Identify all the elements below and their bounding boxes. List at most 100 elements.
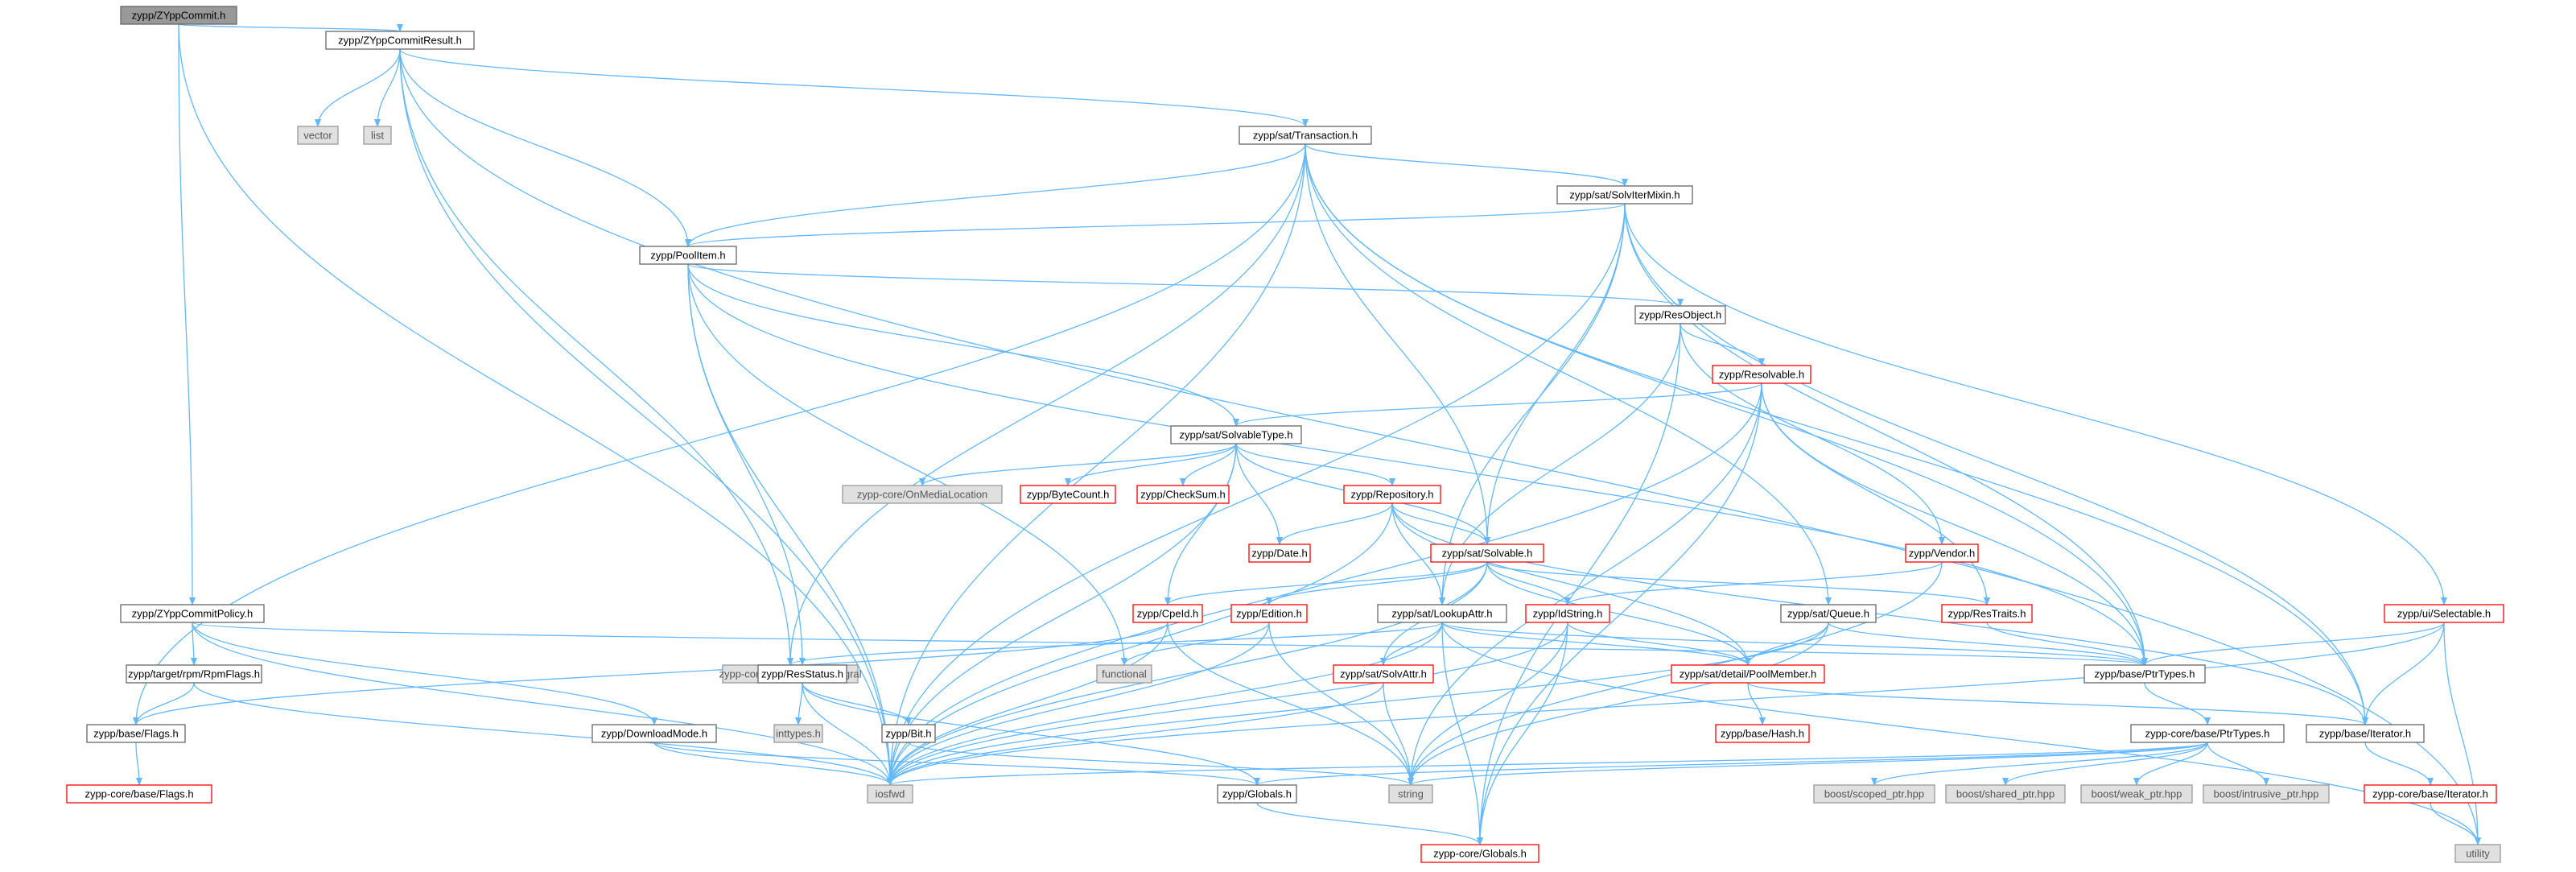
node-box xyxy=(1333,664,1434,684)
node-coreiterator[interactable]: zypp-core/base/Iterator.h xyxy=(2364,784,2497,804)
edge-selectable-to-iosfwd xyxy=(887,622,2445,786)
edge-queue-to-poolmember xyxy=(1745,622,1829,666)
edge-soliterm-to-lookupattr xyxy=(1439,203,1626,605)
node-box xyxy=(1813,784,1935,804)
node-solvabletype[interactable]: zypp/sat/SolvableType.h xyxy=(1170,425,1302,444)
node-queue[interactable]: zypp/sat/Queue.h xyxy=(1780,604,1877,623)
node-weakptr[interactable]: boost/weak_ptr.hpp xyxy=(2080,784,2193,804)
node-box xyxy=(1556,185,1693,205)
edge-transaction-to-soliterm xyxy=(1304,143,1628,187)
node-label: zypp/sat/SolvableType.h xyxy=(1180,429,1293,441)
node-box xyxy=(2080,784,2193,804)
node-label: zypp/DownloadMode.h xyxy=(601,728,707,740)
edge-transaction-to-solvable xyxy=(1304,143,1490,545)
node-scopedptr[interactable]: boost/scoped_ptr.hpp xyxy=(1813,784,1935,804)
edge-solvable-to-restraits xyxy=(1486,561,1990,605)
edge-cpeid-to-flags xyxy=(133,622,1168,725)
node-poolmember[interactable]: zypp/sat/detail/PoolMember.h xyxy=(1671,664,1825,684)
node-iosfwd[interactable]: iosfwd xyxy=(867,784,913,804)
node-functional[interactable]: functional xyxy=(1096,664,1152,684)
edge-poolitem-to-solvabletype xyxy=(687,263,1239,427)
node-box xyxy=(2130,724,2285,743)
edge-rpmflags-to-flags xyxy=(133,682,195,725)
node-restraits[interactable]: zypp/ResTraits.h xyxy=(1941,604,2033,623)
node-coreflags[interactable]: zypp-core/base/Flags.h xyxy=(66,784,212,804)
node-ptrtypes[interactable]: zypp/base/PtrTypes.h xyxy=(2083,664,2206,684)
node-selectable[interactable]: zypp/ui/Selectable.h xyxy=(2384,604,2504,623)
node-box xyxy=(120,604,265,623)
node-bytecount[interactable]: zypp/ByteCount.h xyxy=(1020,485,1116,504)
node-flags[interactable]: zypp/base/Flags.h xyxy=(86,724,186,743)
node-coreglobals[interactable]: zypp-core/Globals.h xyxy=(1420,844,1539,863)
node-label: zypp/sat/Solvable.h xyxy=(1442,548,1533,560)
node-rpmflags[interactable]: zypp/target/rpm/RpmFlags.h xyxy=(126,664,262,684)
node-solvable[interactable]: zypp/sat/Solvable.h xyxy=(1430,543,1544,563)
node-label: zypp/Vendor.h xyxy=(1909,548,1975,560)
node-intrusiveptr[interactable]: boost/intrusive_ptr.hpp xyxy=(2203,784,2330,804)
edge-resobject-to-lookupattr xyxy=(1439,323,1681,605)
node-coreptrtypes[interactable]: zypp-core/base/PtrTypes.h xyxy=(2130,724,2285,743)
node-vector[interactable]: vector xyxy=(297,126,339,145)
node-repository[interactable]: zypp/Repository.h xyxy=(1343,485,1441,504)
node-resolvable[interactable]: zypp/Resolvable.h xyxy=(1712,365,1811,384)
node-string[interactable]: string xyxy=(1388,784,1433,804)
edge-lookupattr-to-ptrtypes xyxy=(1441,622,2148,666)
node-box xyxy=(757,664,847,684)
node-label: zypp/sat/Queue.h xyxy=(1787,608,1869,620)
node-label: zypp/ui/Selectable.h xyxy=(2397,608,2491,620)
edge-resstatus-to-inttypes xyxy=(795,682,803,725)
node-inttypes[interactable]: inttypes.h xyxy=(773,724,823,743)
node-resstatus[interactable]: zypp/ResStatus.h xyxy=(757,664,847,684)
edge-solvable-to-edition xyxy=(1266,561,1488,605)
node-poolitem[interactable]: zypp/PoolItem.h xyxy=(639,246,737,265)
node-resobject[interactable]: zypp/ResObject.h xyxy=(1634,305,1726,324)
node-label: boost/intrusive_ptr.hpp xyxy=(2214,788,2319,800)
edge-zyppcommitresult-to-vector xyxy=(315,48,401,127)
edge-resolvable-to-string xyxy=(1408,382,1762,786)
node-sharedptr[interactable]: boost/shared_ptr.hpp xyxy=(1945,784,2066,804)
node-box xyxy=(1136,485,1230,504)
node-label: zypp-core/base/Flags.h xyxy=(84,788,193,800)
node-zyppcommit[interactable]: zypp/ZYppCommit.h xyxy=(120,6,237,25)
node-globals[interactable]: zypp/Globals.h xyxy=(1217,784,1297,804)
node-iterator[interactable]: zypp/base/Iterator.h xyxy=(2306,724,2425,743)
edge-selectable-to-ptrtypes xyxy=(2141,622,2445,666)
edge-solvable-to-poolmember xyxy=(1486,561,1751,666)
node-date[interactable]: zypp/Date.h xyxy=(1248,543,1311,563)
node-box xyxy=(867,784,913,804)
node-solvattr[interactable]: zypp/sat/SolvAttr.h xyxy=(1333,664,1434,684)
node-label: zypp/base/Flags.h xyxy=(93,728,179,740)
node-label: functional xyxy=(1102,668,1147,680)
node-soliterm[interactable]: zypp/sat/SolvIterMixin.h xyxy=(1556,185,1693,205)
node-label: utility xyxy=(2466,848,2490,860)
node-zyppcommitresult[interactable]: zypp/ZYppCommitResult.h xyxy=(325,31,475,50)
edge-lookupattr-to-utility xyxy=(1441,622,2481,845)
node-onmedia[interactable]: zypp-core/OnMediaLocation xyxy=(842,485,1003,504)
node-downloadmode[interactable]: zypp/DownloadMode.h xyxy=(591,724,717,743)
node-label: zypp/base/Hash.h xyxy=(1721,728,1804,740)
edge-rpmflags-to-iosfwd xyxy=(193,682,893,786)
node-bit[interactable]: zypp/Bit.h xyxy=(881,724,936,743)
edge-queue-to-string xyxy=(1408,622,1829,786)
node-cpeid[interactable]: zypp/CpeId.h xyxy=(1132,604,1203,623)
edge-iterator-to-coreiterator xyxy=(2364,742,2434,786)
node-list[interactable]: list xyxy=(363,126,392,145)
node-checksum[interactable]: zypp/CheckSum.h xyxy=(1136,485,1230,504)
node-edition[interactable]: zypp/Edition.h xyxy=(1230,604,1308,623)
edge-poolitem-to-ptrtypes xyxy=(687,263,2148,666)
node-hash[interactable]: zypp/base/Hash.h xyxy=(1715,724,1810,743)
node-idstring[interactable]: zypp/IdString.h xyxy=(1525,604,1610,623)
edge-poolitem-to-resobject xyxy=(687,263,1684,307)
node-vendor[interactable]: zypp/Vendor.h xyxy=(1905,543,1979,563)
edge-zyppcommit-to-zyppcommitresult xyxy=(178,23,403,32)
node-box xyxy=(881,724,936,743)
edge-resolvable-to-solvabletype xyxy=(1233,382,1762,427)
edge-coreptrtypes-to-string xyxy=(1408,742,2208,786)
node-utility[interactable]: utility xyxy=(2454,844,2501,863)
edge-ptrtypes-to-coreptrtypes xyxy=(2144,682,2211,725)
node-lookupattr[interactable]: zypp/sat/LookupAttr.h xyxy=(1377,604,1507,623)
edge-cpeid-to-string xyxy=(1167,622,1414,786)
edge-idstring-to-coreglobals xyxy=(1477,622,1568,845)
node-policy[interactable]: zypp/ZYppCommitPolicy.h xyxy=(120,604,265,623)
node-transaction[interactable]: zypp/sat/Transaction.h xyxy=(1239,126,1372,145)
